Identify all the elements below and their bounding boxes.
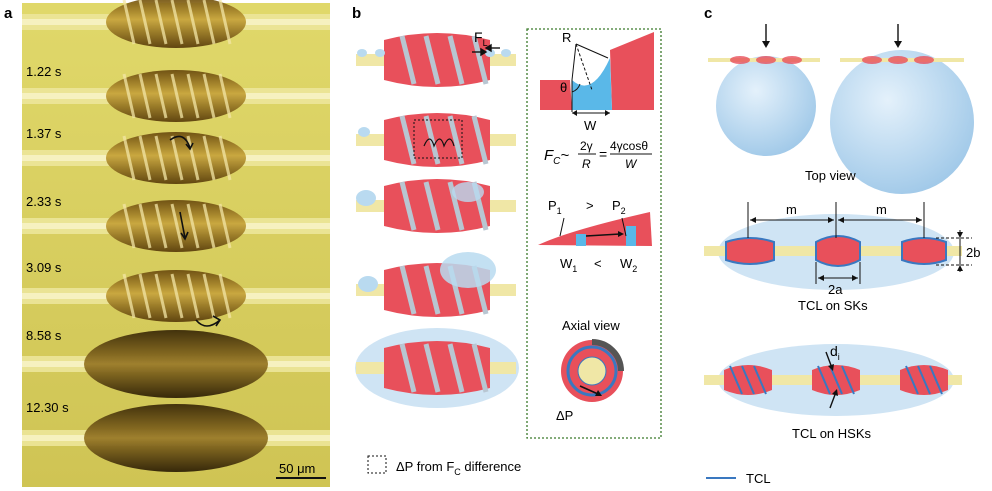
knot-stage [356, 33, 516, 87]
svg-text:2b: 2b [966, 245, 980, 260]
time-label: 2.33 s [26, 194, 62, 209]
panel-c-label: c [704, 5, 712, 22]
force-label: FL [474, 29, 488, 48]
svg-text:di: di [830, 343, 840, 362]
pressure-comparison: P1 > P2 W1 < W2 [538, 198, 652, 274]
angle-label: θ [560, 80, 567, 95]
width-label: W [584, 118, 597, 133]
svg-text:R: R [582, 157, 591, 171]
svg-text:P1: P1 [548, 198, 562, 216]
hsk-knot [812, 365, 860, 395]
radius-label: R [562, 30, 571, 45]
svg-text:Top view: Top view [805, 168, 856, 183]
time-label: 1.22 s [26, 64, 62, 79]
svg-text:TCL on HSKs: TCL on HSKs [792, 426, 871, 441]
knot-stage [356, 252, 516, 317]
svg-text:=: = [599, 146, 607, 162]
panel-a: a 1.22 s1.37 s2.33 s3.09 s8.58 s12.30 s … [4, 0, 330, 487]
top-view: Top view [708, 24, 974, 194]
svg-text:W: W [625, 157, 638, 171]
svg-text:2a: 2a [828, 282, 843, 297]
time-label: 3.09 s [26, 260, 62, 275]
svg-text:2γ: 2γ [580, 139, 593, 153]
svg-text:P2: P2 [612, 198, 626, 216]
rotation-arrows [169, 135, 222, 327]
time-label: 1.37 s [26, 126, 62, 141]
contact-angle-schematic: R θ W [540, 30, 654, 133]
hsk-knot [724, 365, 772, 395]
capillary-force-equation: FC~ 2γ R = 4γcosθ W [544, 139, 652, 171]
mechanism-box [526, 28, 662, 439]
time-label: 12.30 s [26, 400, 69, 415]
panel-a-label: a [4, 5, 13, 22]
panel-b: b FL R θ W FC~ 2γ R = 4γcosθ W P1 > [352, 5, 662, 477]
knot-stage [355, 328, 519, 408]
svg-text:4γcosθ: 4γcosθ [610, 139, 648, 153]
tcl-sks-diagram: m m 2b 2a TCL on SKs [704, 202, 980, 313]
hsk-knot [900, 365, 948, 395]
svg-text:m: m [786, 202, 797, 217]
svg-text:>: > [586, 198, 594, 213]
knot-stage [356, 113, 516, 167]
tcl-hsks-diagram: di TCL on HSKs [704, 343, 962, 441]
svg-text:W2: W2 [620, 256, 637, 274]
legend-tcl: TCL [746, 471, 771, 486]
svg-text:TCL on SKs: TCL on SKs [798, 298, 868, 313]
knot-stage [356, 179, 516, 233]
svg-text:Axial view: Axial view [562, 318, 620, 333]
legend-delta-p: ΔP from FC difference [396, 459, 521, 477]
force-arrows [472, 43, 500, 57]
panel-b-label: b [352, 5, 361, 22]
scale-bar-label: 50 μm [279, 461, 315, 476]
svg-text:FC~: FC~ [544, 147, 569, 167]
time-label: 8.58 s [26, 328, 62, 343]
svg-text:m: m [876, 202, 887, 217]
scale-bar: 50 μm [276, 461, 326, 479]
svg-text:<: < [594, 256, 602, 271]
axial-view: Axial view ΔP [556, 318, 624, 423]
svg-text:W1: W1 [560, 256, 577, 274]
panel-c: c Top view m m 2b [704, 5, 980, 486]
time-labels: 1.22 s 1.37 s 2.33 s 3.09 s 8.58 s 12.30 s [26, 64, 69, 415]
svg-text:ΔP: ΔP [556, 408, 573, 423]
